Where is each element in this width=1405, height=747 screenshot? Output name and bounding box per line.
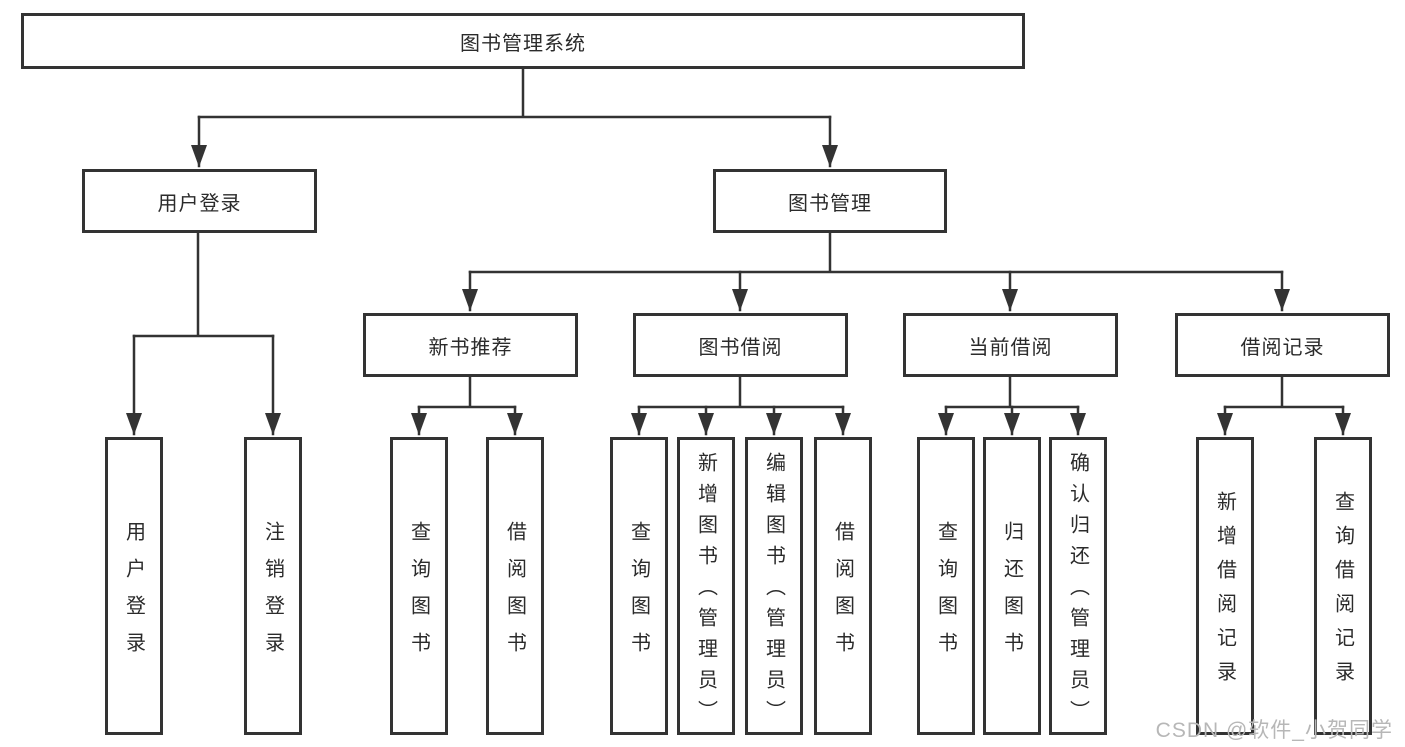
node-new-book-recommend: 新书推荐 [363,313,578,377]
leaf-query-books-current: 查询图书 [917,437,975,735]
leaf-query-borrow-record: 查询借阅记录 [1314,437,1372,735]
leaf-edit-books-admin: 编辑图书（管理员） [745,437,803,735]
leaf-query-books-borrow: 查询图书 [610,437,668,735]
node-book-management: 图书管理 [713,169,947,233]
leaf-edit-books-admin-label: 编辑图书（管理员） [762,452,785,731]
node-borrow-records: 借阅记录 [1175,313,1390,377]
leaf-user-login: 用户登录 [105,437,163,735]
connector-new-book-recommend-to-leaves [411,375,523,436]
connector-borrow-records-to-leaves [1217,375,1351,436]
leaf-query-books-borrow-label: 查询图书 [627,520,650,669]
leaf-return-books-label: 归还图书 [1000,520,1023,669]
node-current-borrow: 当前借阅 [903,313,1118,377]
node-root: 图书管理系统 [21,13,1025,69]
leaf-query-books-current-label: 查询图书 [934,520,957,669]
leaf-logout-label: 注销登录 [261,520,284,669]
node-user-login: 用户登录 [82,169,317,233]
leaf-logout: 注销登录 [244,437,302,735]
leaf-borrow-books-recommend: 借阅图书 [486,437,544,735]
connector-root-to-level2 [191,67,838,168]
connector-user-login-to-leaves [126,231,281,436]
leaf-add-borrow-record: 新增借阅记录 [1196,437,1254,735]
leaf-add-books-admin-label: 新增图书（管理员） [694,452,717,731]
watermark: CSDN @软件_小贺同学 [1155,719,1393,742]
leaf-confirm-return-admin: 确认归还（管理员） [1049,437,1107,735]
leaf-borrow-books: 借阅图书 [814,437,872,735]
leaf-query-borrow-record-label: 查询借阅记录 [1331,491,1354,695]
leaf-borrow-books-recommend-label: 借阅图书 [503,520,526,669]
connector-book-borrow-to-leaves [631,375,851,436]
connector-current-borrow-to-leaves [938,375,1086,436]
leaf-user-login-label: 用户登录 [122,520,145,669]
leaf-add-books-admin: 新增图书（管理员） [677,437,735,735]
node-book-borrow: 图书借阅 [633,313,848,377]
leaf-confirm-return-admin-label: 确认归还（管理员） [1066,452,1089,731]
connector-book-management-to-level3 [462,231,1290,312]
leaf-borrow-books-label: 借阅图书 [831,520,854,669]
leaf-add-borrow-record-label: 新增借阅记录 [1213,491,1236,695]
leaf-return-books: 归还图书 [983,437,1041,735]
leaf-query-books-recommend-label: 查询图书 [407,520,430,669]
leaf-query-books-recommend: 查询图书 [390,437,448,735]
